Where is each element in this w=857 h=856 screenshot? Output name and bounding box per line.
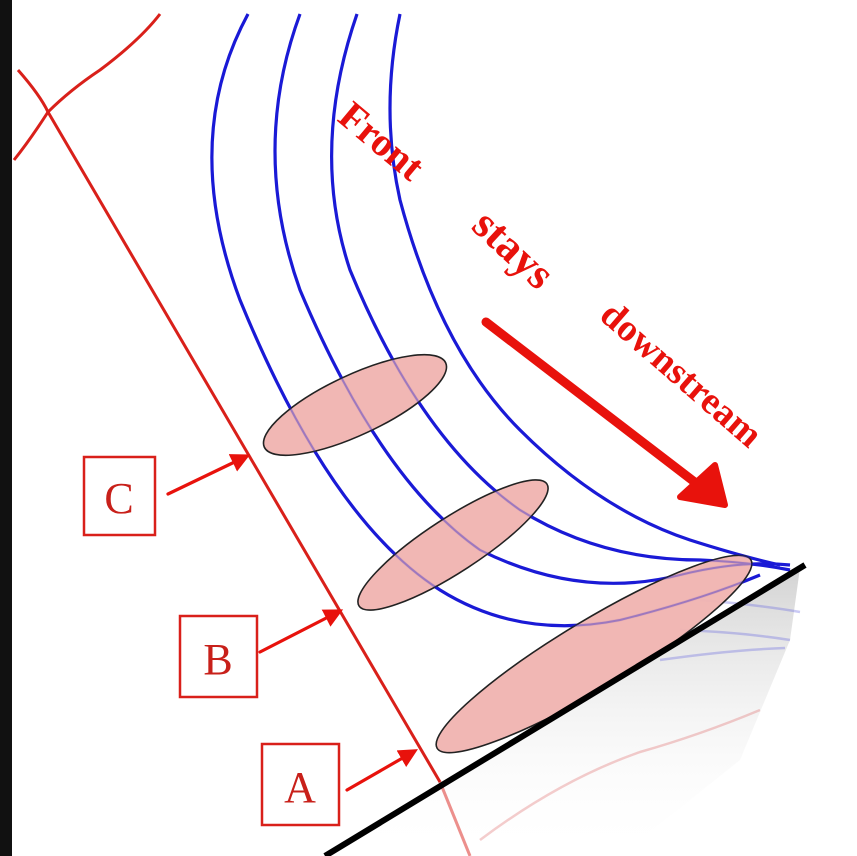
downstream-arrow [481, 317, 728, 508]
streamline-3 [330, 13, 791, 572]
label-b-box [178, 614, 259, 699]
label-b-group: B [178, 614, 259, 699]
label-c-group: C [82, 455, 157, 537]
arrow-b [258, 609, 344, 654]
label-a-box [260, 742, 341, 827]
red-left-diagonal [12, 111, 50, 161]
arrow-a [345, 749, 418, 792]
ellipse-b [357, 479, 549, 611]
pointer-arrows [166, 454, 418, 792]
red-main-line [46, 111, 442, 783]
left-border [0, 0, 12, 856]
arrow-c [166, 454, 251, 496]
annotation-front: Front [330, 92, 434, 189]
ellipse-c [262, 353, 448, 457]
red-lower-stub [438, 781, 472, 856]
annotation-stays: stays [463, 199, 564, 298]
label-a-text: A [284, 763, 316, 812]
label-c-box [82, 455, 157, 537]
ellipses [262, 353, 753, 754]
red-reference-lines [12, 13, 472, 856]
wall-line [323, 562, 807, 856]
label-a-group: A [260, 742, 341, 827]
streamlines-overlay [210, 13, 791, 627]
annotation-downstream: downstream [592, 293, 770, 456]
streamline-4 [388, 13, 781, 567]
red-upper-curve [46, 13, 162, 114]
red-top-stub [16, 69, 50, 113]
label-c-text: C [104, 474, 133, 523]
label-b-text: B [203, 635, 232, 684]
